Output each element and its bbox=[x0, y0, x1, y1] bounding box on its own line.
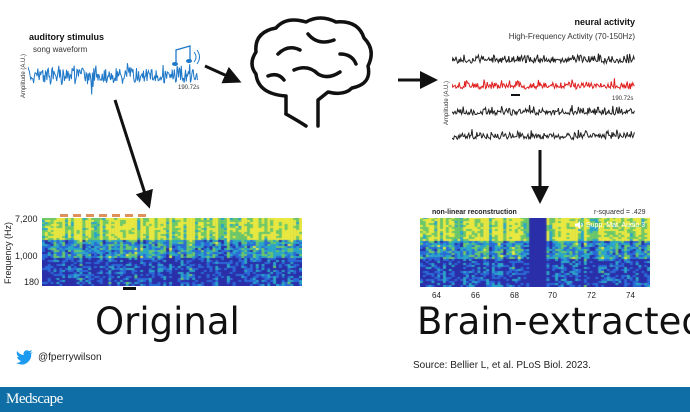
neural-traces bbox=[452, 53, 635, 141]
reconstruction-caption: Brain-extracted bbox=[417, 300, 690, 343]
medscape-logo: Medscape bbox=[6, 391, 63, 407]
original-scale-bar bbox=[123, 287, 136, 290]
r-squared: r-squared = .429 bbox=[594, 209, 646, 216]
neural-ylabel: Amplitude (A.U.) bbox=[444, 80, 450, 125]
neural-subtitle: High-Frequency Activity (70-150Hz) bbox=[508, 32, 635, 41]
reconstruction-spectrogram bbox=[420, 218, 650, 287]
stimulus-title: auditory stimulus bbox=[29, 32, 105, 42]
arrow-to-brain bbox=[204, 64, 242, 84]
xtick-70: 70 bbox=[548, 291, 557, 300]
ytick-180: 180 bbox=[24, 277, 40, 287]
music-note-icon bbox=[172, 45, 200, 66]
neural-title: neural activity bbox=[574, 17, 635, 27]
neural-trace-4 bbox=[452, 129, 635, 141]
neural-trace-1 bbox=[452, 53, 635, 66]
twitter-icon[interactable] bbox=[16, 349, 34, 367]
xtick-64: 64 bbox=[432, 291, 441, 300]
xtick-72: 72 bbox=[587, 291, 596, 300]
stimulus-duration: 190.72s bbox=[178, 85, 200, 91]
twitter-handle[interactable]: @fperrywilson bbox=[38, 352, 102, 363]
original-spectrogram bbox=[42, 218, 302, 286]
scale-bar bbox=[511, 94, 520, 96]
brand-bar: Medscape bbox=[0, 387, 690, 412]
audio-label: Supp. Mat. Audio 3 bbox=[586, 221, 646, 229]
xtick-66: 66 bbox=[471, 291, 480, 300]
speaker-icon bbox=[575, 221, 583, 229]
reconstruction-title: non-linear reconstruction bbox=[432, 209, 517, 216]
brain-icon bbox=[250, 16, 373, 128]
neural-duration: 190.72s bbox=[612, 96, 634, 102]
neural-trace-3 bbox=[452, 105, 635, 117]
xtick-74: 74 bbox=[626, 291, 635, 300]
source-citation: Source: Bellier L, et al. PLoS Biol. 202… bbox=[413, 360, 591, 371]
arrow-to-spectrogram bbox=[113, 99, 153, 209]
original-caption: Original bbox=[95, 300, 240, 343]
xtick-68: 68 bbox=[510, 291, 519, 300]
segment-markers bbox=[60, 214, 146, 217]
neural-trace-2 bbox=[452, 78, 635, 91]
song-waveform bbox=[28, 63, 198, 95]
audio-link[interactable]: Supp. Mat. Audio 3 bbox=[575, 221, 645, 229]
ytick-1000: 1,000 bbox=[15, 251, 38, 261]
ytick-7200: 7,200 bbox=[15, 214, 38, 224]
stimulus-subtitle: song waveform bbox=[33, 45, 88, 54]
original-ylabel: Frequency (Hz) bbox=[3, 221, 13, 284]
